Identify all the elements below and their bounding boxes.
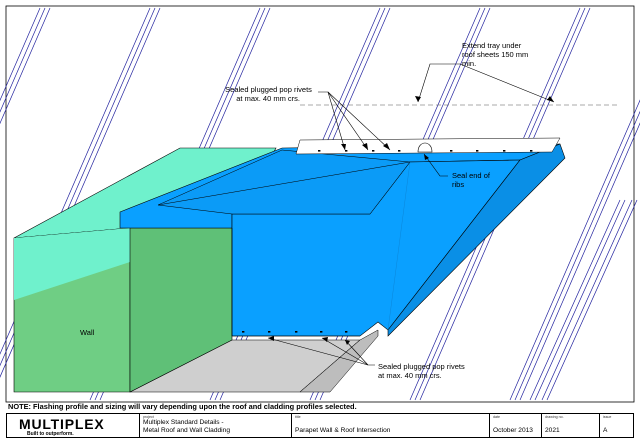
leader-lines — [267, 63, 555, 366]
logo: MULTIPLEX Built to outperform. — [7, 414, 139, 437]
rivet — [398, 150, 401, 152]
rivet — [345, 150, 348, 152]
date-cell: date October 2013 — [489, 414, 541, 437]
roof-sheet-line — [0, 7, 41, 102]
issue-caption: issue — [603, 415, 612, 419]
rivet — [318, 150, 321, 152]
label-wall: Wall — [80, 328, 95, 337]
flashing-side-fold — [157, 149, 411, 215]
issue-cell: issue A — [599, 414, 633, 437]
brand-tagline: Built to outperform. — [27, 431, 74, 437]
bottom-rivets — [242, 331, 348, 333]
drawing-no-value: 2021 — [545, 426, 560, 434]
rib-seal — [417, 142, 433, 153]
label-rivets-bottom: Sealed plugged pop rivets at max. 40 mm … — [378, 362, 467, 380]
rivet — [320, 331, 323, 333]
rivet — [242, 331, 245, 333]
project-caption: project — [143, 415, 154, 419]
wall-face-top-strip — [14, 228, 130, 300]
roof-sheet-line — [534, 199, 626, 401]
date-caption: date — [493, 415, 500, 419]
label-seal-end-of-ribs: Seal end of ribs — [452, 171, 492, 189]
roof-sheet-line — [514, 110, 640, 401]
rivet — [345, 331, 348, 333]
title-block: MULTIPLEX Built to outperform. project M… — [6, 413, 634, 438]
roof-sheet-line — [541, 199, 633, 401]
roof-sheet-line — [546, 199, 638, 401]
label-extend-tray: Extend tray under roof sheets 150 mm min… — [462, 41, 530, 68]
rivet — [503, 150, 506, 152]
roof-sheet-line — [0, 7, 51, 125]
drawing-frame — [5, 5, 635, 403]
title-cell: title Parapet Wall & Roof Intersection — [291, 414, 489, 437]
title-value: Parapet Wall & Roof Intersection — [295, 426, 391, 434]
drawing-no-caption: drawing no. — [545, 415, 564, 419]
drawing-no-cell: drawing no. 2021 — [541, 414, 599, 437]
top-rivets — [318, 150, 533, 152]
roof-sheet-line — [519, 122, 640, 401]
title-caption: title — [295, 415, 301, 419]
concrete-step — [299, 329, 379, 393]
rivet — [450, 150, 453, 152]
drawing-note: NOTE: Flashing profile and sizing will v… — [8, 402, 357, 411]
label-rivets-top: Sealed plugged pop rivets at max. 40 mm … — [225, 85, 314, 103]
date-value: October 2013 — [493, 426, 533, 434]
roof-sheet-line — [0, 7, 151, 355]
rivet — [530, 150, 533, 152]
rivet — [476, 150, 479, 152]
roof-sheet-line — [0, 7, 156, 367]
rivet — [268, 331, 271, 333]
project-value: Multiplex Standard Details -Metal Roof a… — [143, 419, 230, 434]
issue-value: A — [603, 426, 608, 434]
roof-sheet-line — [509, 99, 640, 401]
roof-sheet-line — [0, 7, 46, 113]
rivet — [295, 331, 298, 333]
rivet — [372, 150, 375, 152]
project-cell: project Multiplex Standard Details -Meta… — [139, 414, 291, 437]
leader-arrowheads — [268, 96, 554, 345]
brand-name: MULTIPLEX — [19, 416, 105, 432]
roof-sheet-line — [529, 199, 621, 401]
